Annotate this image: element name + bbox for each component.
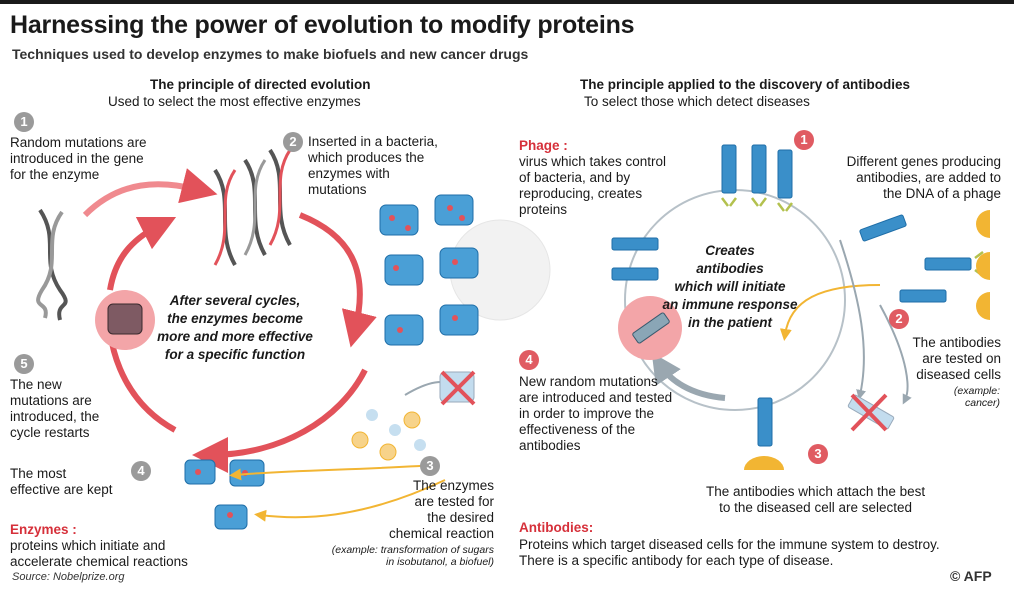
enzymes-definition-label: Enzymes : bbox=[10, 522, 77, 537]
page-title: Harnessing the power of evolution to mod… bbox=[10, 11, 635, 39]
step-2-badge: 2 bbox=[283, 132, 303, 152]
antibody-step-3-badge: 3 bbox=[808, 444, 828, 464]
cycle-return-arrow bbox=[651, 352, 726, 401]
left-step-2-text: Inserted in a bacteria,which produces th… bbox=[308, 134, 438, 197]
left-subheading: Used to select the most effective enzyme… bbox=[108, 94, 361, 109]
enzyme-cluster-icons bbox=[184, 194, 479, 530]
phage-definition-label: Phage : bbox=[519, 138, 568, 153]
rejected-enzyme-cross-icon bbox=[439, 370, 476, 406]
right-subheading: To select those which detect diseases bbox=[584, 94, 810, 109]
step-1-badge: 1 bbox=[14, 112, 34, 132]
step-4-badge: 4 bbox=[131, 461, 151, 481]
dna-gene-icon bbox=[36, 208, 68, 321]
antibody-step-1-badge: 1 bbox=[794, 130, 814, 150]
afp-credit: © AFP bbox=[950, 568, 992, 584]
antibodies-definition-label: Antibodies: bbox=[519, 520, 594, 535]
antibodies-definition-text: Proteins which target diseased cells for… bbox=[519, 537, 940, 568]
diseased-cell-icons bbox=[744, 210, 990, 470]
rejected-antibody-cross-icon bbox=[847, 393, 895, 432]
antibody-step-4-badge: 4 bbox=[519, 350, 539, 370]
dna-mutated-icon bbox=[213, 148, 292, 266]
reaction-samples-icon bbox=[351, 409, 426, 461]
top-rule bbox=[0, 0, 1014, 4]
step-5-badge: 5 bbox=[14, 354, 34, 374]
step-3-badge: 3 bbox=[420, 456, 440, 476]
right-example-note: (example:cancer) bbox=[953, 385, 1000, 409]
antibody-step-2-badge: 2 bbox=[889, 309, 909, 329]
source-note: Source: Nobelprize.org bbox=[12, 571, 125, 583]
phage-antibody-icons bbox=[611, 144, 972, 447]
page-subtitle: Techniques used to develop enzymes to ma… bbox=[12, 46, 529, 62]
left-heading: The principle of directed evolution bbox=[150, 77, 371, 92]
right-heading: The principle applied to the discovery o… bbox=[580, 77, 911, 92]
